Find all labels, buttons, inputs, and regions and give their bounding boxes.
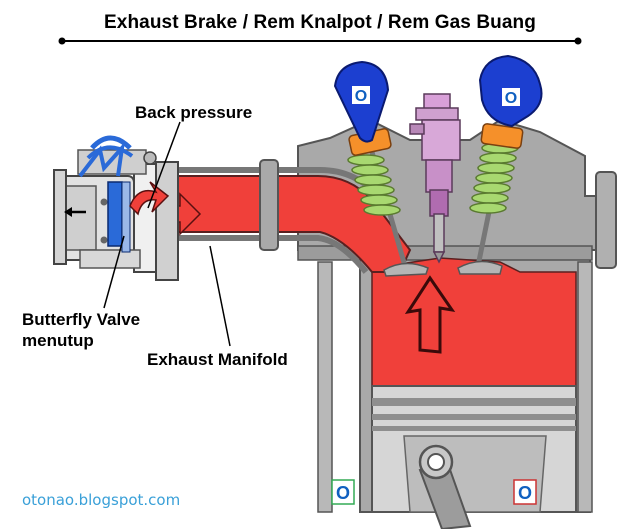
- combustion-chamber: [371, 257, 577, 387]
- svg-text:O: O: [518, 483, 532, 503]
- connecting-rod: [418, 444, 472, 529]
- piston-up-arrow: [404, 275, 456, 354]
- watermark: otonao.blogspot.com: [22, 491, 181, 509]
- fuel-injector: [409, 93, 461, 264]
- piston: [371, 385, 577, 513]
- right-valve-spring: [469, 142, 519, 214]
- right-rocker-pad: [480, 123, 524, 149]
- brake-actuator: [77, 135, 157, 178]
- title-underline: [58, 37, 582, 45]
- back-pressure-flow: [129, 181, 170, 216]
- back-pressure-leader: [147, 121, 181, 209]
- butterfly-valve: [107, 181, 131, 253]
- svg-text:O: O: [355, 88, 367, 105]
- svg-text:O: O: [505, 90, 517, 107]
- back-pressure-label: Back pressure: [135, 103, 253, 122]
- butterfly-leader: [103, 235, 125, 309]
- outlet-arrow: [64, 207, 86, 217]
- butterfly-valve-label: Butterfly Valve: [22, 310, 141, 329]
- right-cam-logo: O: [502, 88, 520, 107]
- diagram-title: Exhaust Brake / Rem Knalpot / Rem Gas Bu…: [104, 12, 536, 33]
- svg-text:O: O: [336, 483, 350, 503]
- left-cam-logo: O: [352, 86, 370, 105]
- bottom-right-logo: O: [513, 479, 537, 505]
- manifold-leader: [209, 245, 231, 347]
- left-valve-spring: [347, 154, 401, 216]
- butterfly-valve-label-line2: menutup: [22, 331, 94, 350]
- exhaust-manifold-label: Exhaust Manifold: [147, 350, 288, 369]
- bottom-left-logo: O: [331, 479, 355, 505]
